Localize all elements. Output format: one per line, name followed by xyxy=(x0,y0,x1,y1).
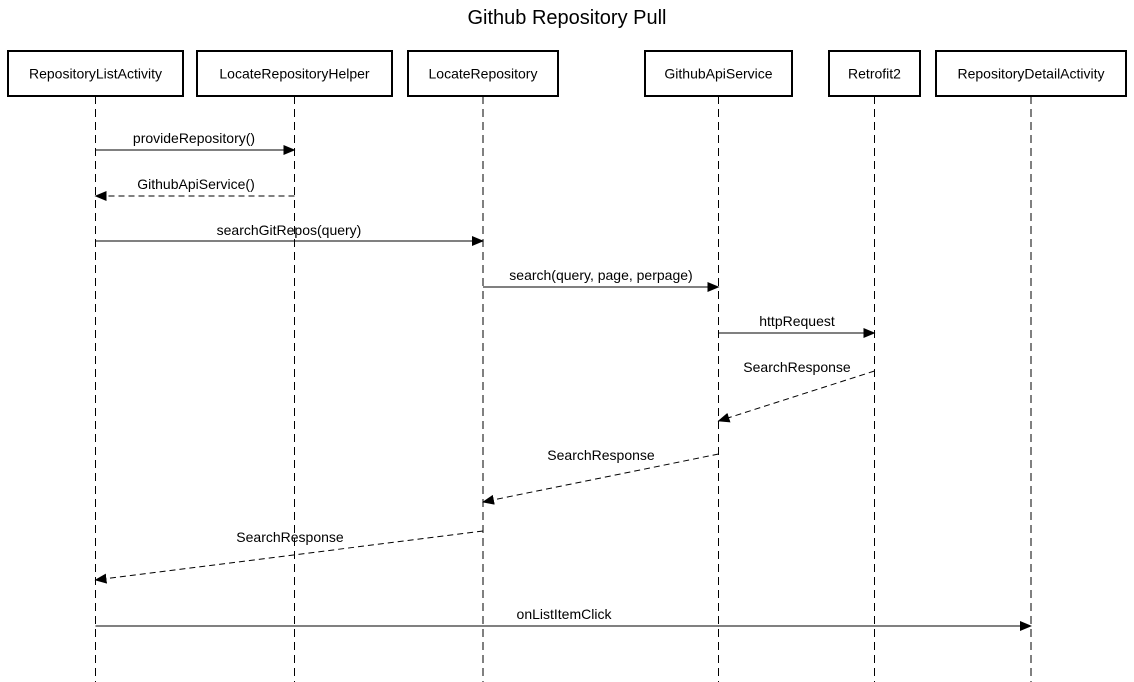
message-4: httpRequest xyxy=(718,313,876,338)
message-1: GithubApiService() xyxy=(94,176,295,201)
participant-box-rect xyxy=(407,50,559,97)
participant-box-rect xyxy=(644,50,793,97)
participant-label: Retrofit2 xyxy=(848,66,901,82)
return-arrow xyxy=(717,370,875,423)
message-label: onListItemClick xyxy=(517,606,613,622)
participant-box-rect xyxy=(7,50,184,97)
message-label: httpRequest xyxy=(759,313,835,329)
participant-box: LocateRepositoryHelper xyxy=(196,50,393,97)
participant-label: LocateRepository xyxy=(429,66,538,82)
message-7: SearchResponse xyxy=(94,529,484,584)
participant-box: Retrofit2 xyxy=(828,50,921,97)
participant-label: LocateRepositoryHelper xyxy=(219,66,370,82)
message-0: provideRepository() xyxy=(95,130,296,155)
participant-box-rect xyxy=(828,50,921,97)
participant-box: RepositoryDetailActivity xyxy=(935,50,1127,97)
message-2: searchGitRepos(query) xyxy=(95,222,484,246)
message-label: provideRepository() xyxy=(133,130,255,146)
participant-box: LocateRepository xyxy=(407,50,559,97)
participant-box-rect xyxy=(196,50,393,97)
message-label: search(query, page, perpage) xyxy=(509,267,692,283)
message-label: SearchResponse xyxy=(547,447,655,463)
return-arrow xyxy=(482,453,719,505)
message-8: onListItemClick xyxy=(95,606,1032,631)
diagram-title: Github Repository Pull xyxy=(468,7,667,29)
message-label: SearchResponse xyxy=(236,529,344,545)
participants: RepositoryListActivity LocateRepositoryHe… xyxy=(7,50,1127,97)
return-arrow xyxy=(94,530,484,584)
lifelines xyxy=(95,96,1032,682)
participant-box: RepositoryListActivity xyxy=(7,50,184,97)
message-label: SearchResponse xyxy=(743,359,851,375)
participant-label: RepositoryDetailActivity xyxy=(957,66,1104,82)
message-6: SearchResponse xyxy=(482,447,719,505)
participant-label: RepositoryListActivity xyxy=(29,66,162,82)
message-label: GithubApiService() xyxy=(137,176,255,192)
participant-box-rect xyxy=(935,50,1127,97)
messages: provideRepository() GithubApiService() sea… xyxy=(94,130,1032,631)
message-label: searchGitRepos(query) xyxy=(217,222,362,238)
participant-box: GithubApiService xyxy=(644,50,793,97)
message-3: search(query, page, perpage) xyxy=(483,267,720,292)
participant-label: GithubApiService xyxy=(664,66,772,82)
message-5: SearchResponse xyxy=(717,359,875,423)
